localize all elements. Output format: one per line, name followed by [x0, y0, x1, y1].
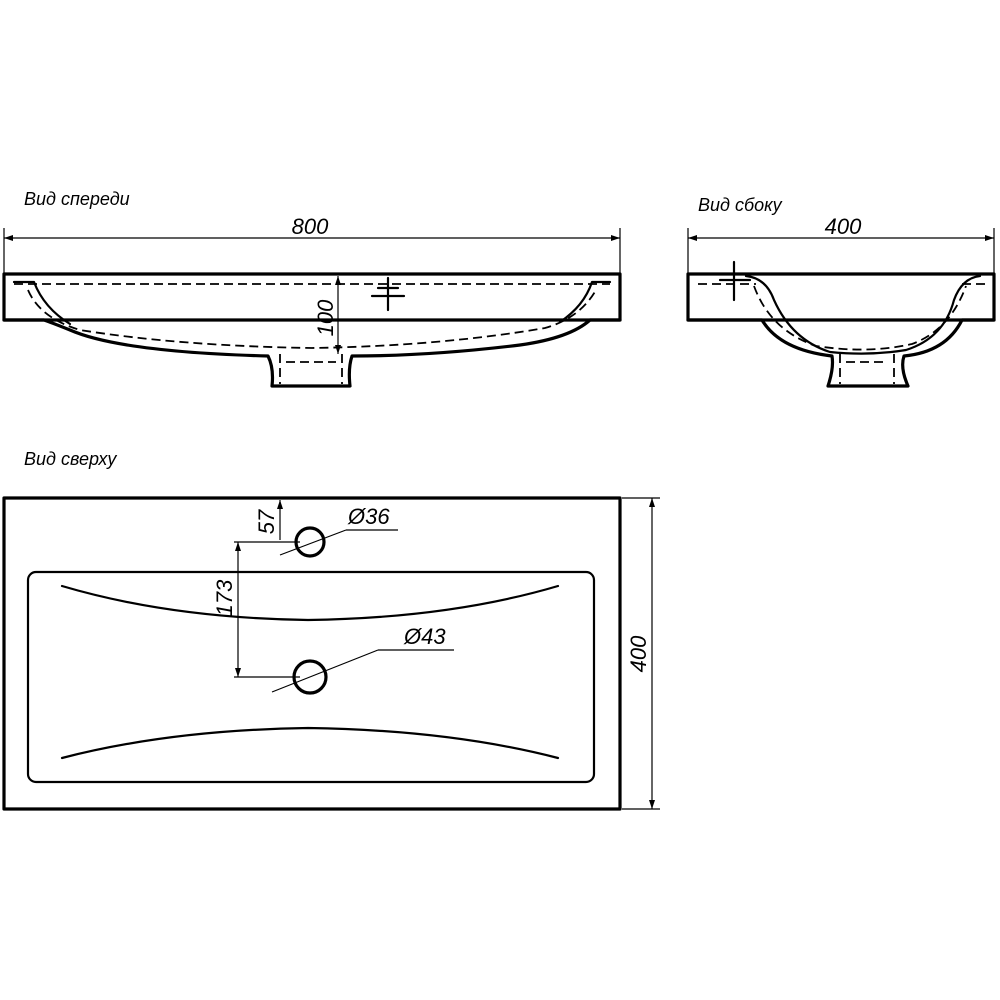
drain-hole-leader: [271, 649, 379, 693]
front-depth-label: 100: [313, 299, 338, 336]
front-hidden-bowl: [27, 289, 597, 349]
tap-hole-leader: [279, 529, 347, 556]
top-view: Вид сверху Ø36 Ø43 57 173 400: [2, 449, 660, 811]
front-bowl-left-edge: [12, 280, 72, 326]
front-view-title: Вид спереди: [24, 189, 130, 209]
side-basin-outline: [686, 272, 996, 388]
hole-spacing-label: 173: [212, 579, 237, 616]
tap-hole-diameter-label: Ø36: [347, 504, 390, 529]
top-view-title: Вид сверху: [24, 449, 117, 469]
side-view: Вид сбоку 400: [686, 195, 996, 388]
top-bowl-outline: [26, 570, 596, 784]
front-width-label: 800: [292, 214, 329, 239]
tap-offset-label: 57: [254, 509, 279, 534]
front-basin-outline: [2, 272, 622, 388]
top-depth-label: 400: [626, 635, 651, 672]
drain-hole-diameter-label: Ø43: [403, 624, 446, 649]
side-hidden-drain: [839, 354, 895, 384]
side-hidden-bowl: [753, 285, 967, 351]
side-bowl-edge: [744, 274, 982, 355]
top-bowl-upper-curve: [60, 584, 560, 622]
front-bowl-right-edge: [558, 280, 612, 324]
front-view: Вид спереди 800 100: [2, 189, 622, 388]
tap-hole: [294, 526, 326, 558]
top-outline: [2, 496, 622, 811]
front-hidden-drain: [279, 354, 343, 384]
side-width-label: 400: [825, 214, 862, 239]
top-bowl-lower-curve: [60, 726, 560, 760]
side-view-title: Вид сбоку: [698, 195, 783, 215]
